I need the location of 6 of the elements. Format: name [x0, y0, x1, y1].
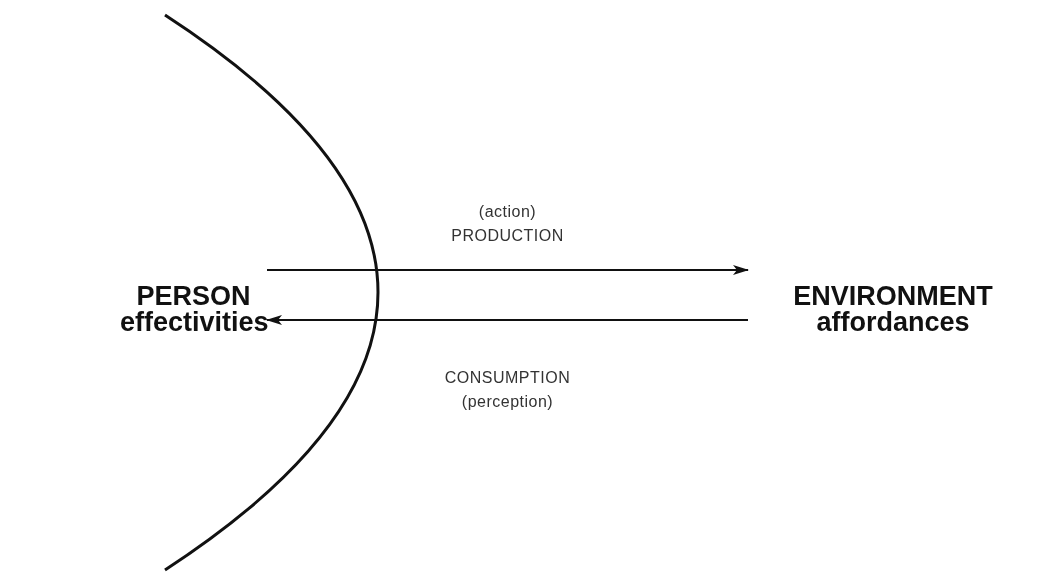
node-heading: PERSON	[136, 283, 251, 309]
node-heading: ENVIRONMENT	[793, 283, 993, 309]
node-subtext: effectivities	[120, 309, 269, 335]
arrow	[266, 315, 749, 325]
arrow	[266, 265, 749, 275]
node-subtext: affordances	[816, 309, 970, 335]
